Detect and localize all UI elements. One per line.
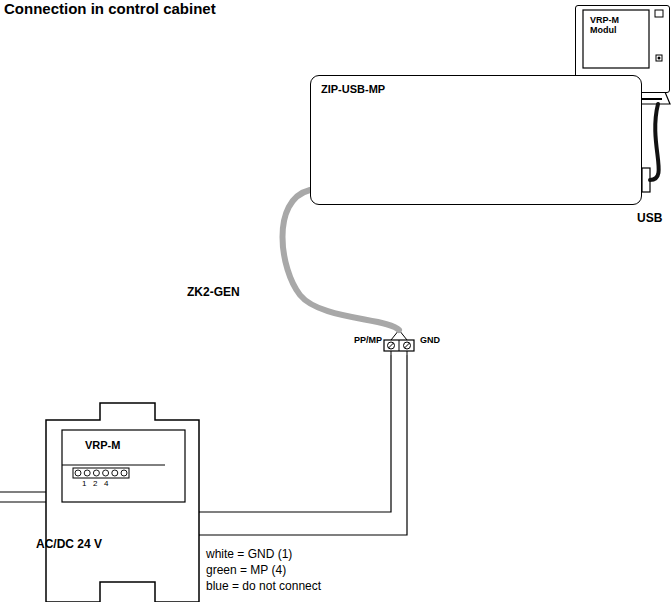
screen-area	[583, 10, 649, 68]
device-outline	[45, 402, 200, 602]
terminal-block: PP/MP GND	[330, 330, 450, 356]
node-label: VRP-M	[85, 439, 120, 452]
strip-screw	[103, 470, 109, 476]
terminal-lead	[391, 351, 392, 356]
pin-number: 4	[104, 479, 108, 488]
strip-screw	[84, 470, 90, 476]
supply-label: AC/DC 24 V	[36, 538, 102, 552]
pin-number: 1	[82, 479, 86, 488]
terminal-lead	[407, 351, 408, 356]
strip-screw	[121, 470, 127, 476]
title: Connection in control cabinet	[4, 0, 216, 17]
display-panel	[62, 430, 185, 502]
cable-label: USB	[636, 212, 663, 226]
wire-note: blue = do not connect	[206, 580, 321, 594]
strip-screw	[93, 470, 99, 476]
terminal-screw	[404, 342, 411, 349]
screw-slot	[405, 343, 410, 348]
wire-note: white = GND (1)	[206, 548, 292, 562]
screen-dot	[657, 56, 660, 59]
cable	[650, 104, 659, 180]
screw-slot	[389, 343, 394, 348]
cable-label: ZK2-GEN	[186, 286, 241, 300]
cable	[200, 356, 407, 535]
cable	[283, 190, 400, 330]
node-label: ZIP-USB-MP	[321, 83, 385, 96]
node-label: VRP-M Modul	[590, 15, 646, 36]
node-label: GND	[420, 335, 440, 345]
wire-note: green = MP (4)	[206, 564, 286, 578]
screen-button	[655, 10, 663, 17]
terminal-screw	[388, 342, 395, 349]
strip-screw	[75, 470, 81, 476]
terminal-body	[384, 340, 414, 351]
housing	[46, 403, 199, 602]
laptop-slot	[640, 98, 662, 100]
terminal-strip	[73, 468, 129, 478]
pin-number: 2	[93, 479, 97, 488]
node-label: PP/MP	[354, 335, 382, 345]
terminal-divider	[399, 340, 400, 351]
interface-box: ZIP-USB-MP	[310, 75, 642, 205]
device-housing: VRP-M	[45, 402, 200, 602]
panel-rule	[62, 465, 165, 466]
screen-button	[656, 55, 662, 61]
strip-screw	[112, 470, 118, 476]
